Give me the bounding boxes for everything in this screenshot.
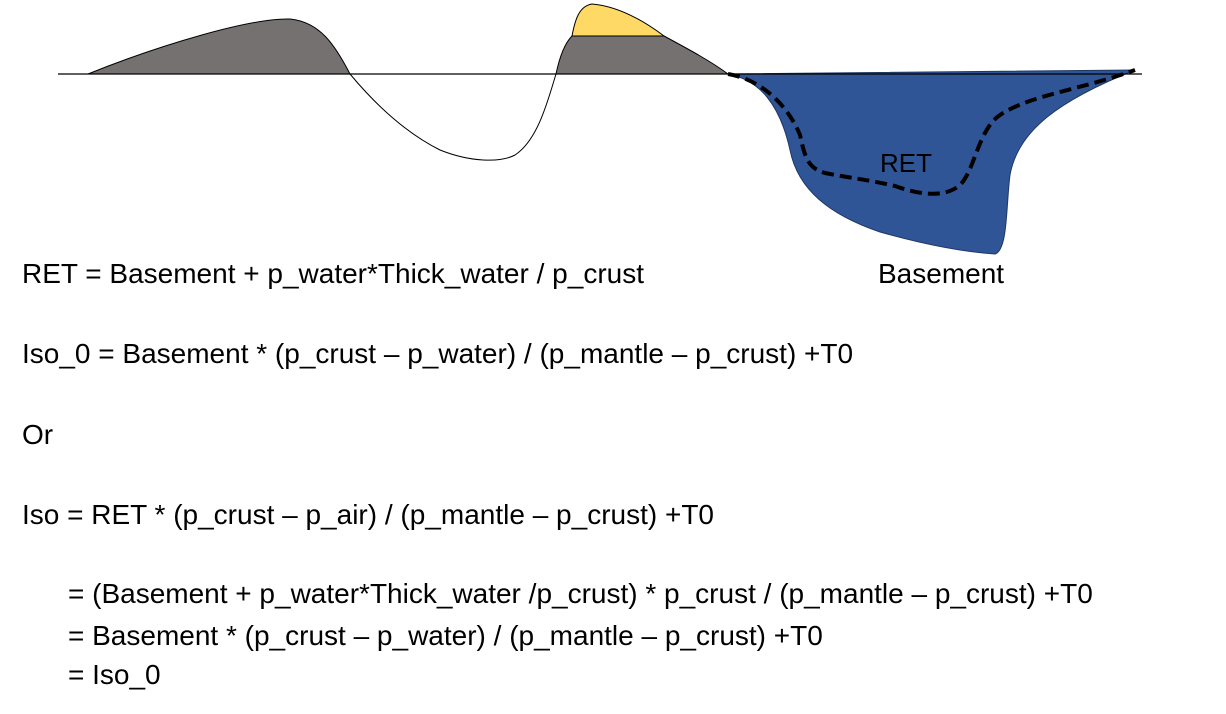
- derivation-step-2: = Basement * (p_crust – p_water) / (p_ma…: [68, 620, 823, 651]
- cross-section-diagram: [58, 3, 1142, 255]
- basement-label: Basement: [878, 258, 1005, 289]
- right-crust-hump: [555, 35, 730, 75]
- left-crust-hump: [87, 18, 351, 75]
- derivation-step-1: = (Basement + p_water*Thick_water /p_cru…: [68, 578, 1093, 609]
- derivation-step-3: = Iso_0: [68, 659, 161, 690]
- equation-iso0: Iso_0 = Basement * (p_crust – p_water) /…: [22, 338, 854, 369]
- equation-iso: Iso = RET * (p_crust – p_air) / (p_mantl…: [22, 499, 715, 530]
- ret-dashed-curve: [727, 68, 1136, 196]
- or-text: Or: [22, 419, 54, 450]
- equation-ret: RET = Basement + p_water*Thick_water / p…: [22, 258, 644, 289]
- depression-outline: [349, 73, 557, 161]
- ret-label: RET: [880, 148, 932, 178]
- water-basin: [727, 69, 1136, 255]
- sediment-cap: [571, 3, 666, 37]
